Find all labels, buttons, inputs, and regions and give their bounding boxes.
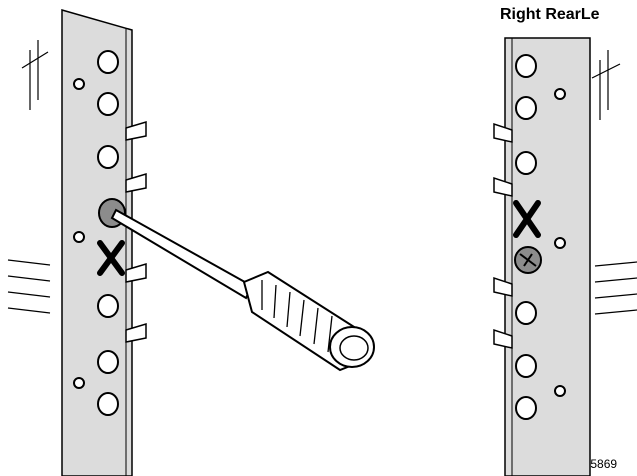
left-rail-tabs	[125, 120, 147, 343]
x-mark-icon	[97, 240, 125, 276]
right-rear-lines	[591, 50, 637, 315]
right-rail-tabs	[493, 122, 513, 349]
figure-title: Right RearLe	[500, 6, 600, 23]
left-rear-lines	[7, 40, 51, 314]
left-rail-holes	[73, 50, 119, 416]
left-rail	[7, 9, 147, 476]
right-rail	[493, 37, 637, 476]
screwdriver-icon	[110, 208, 375, 372]
screw-icon	[514, 246, 542, 274]
right-rail-holes	[515, 54, 566, 420]
x-mark-icon	[513, 200, 541, 238]
